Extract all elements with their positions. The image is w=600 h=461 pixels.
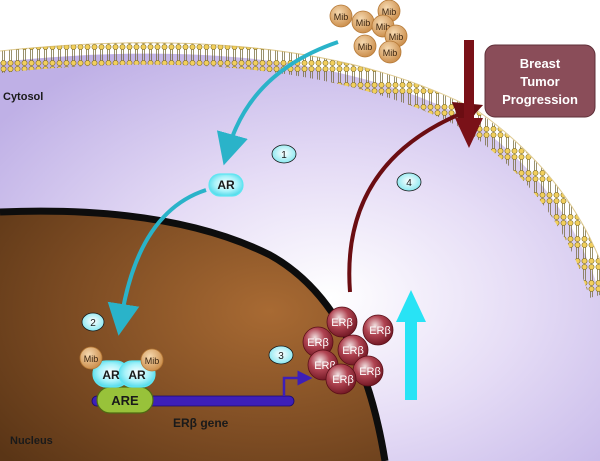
step-1-badge: 1 xyxy=(271,144,297,164)
upregulation-arrow xyxy=(396,290,426,400)
svg-text:ERβ: ERβ xyxy=(369,325,391,337)
step-2-badge: 2 xyxy=(81,312,105,332)
ar-dimer-nuclear: AR AR xyxy=(92,360,156,388)
svg-text:ERβ: ERβ xyxy=(342,345,364,357)
mib-molecule: Mib xyxy=(353,34,377,58)
svg-text:AR: AR xyxy=(128,368,146,382)
er-beta-protein: ERβ xyxy=(326,306,358,338)
decrease-arrow xyxy=(455,40,483,148)
svg-text:Mib: Mib xyxy=(145,356,160,366)
arrow-erb-to-progression xyxy=(347,101,484,293)
transcription-start-arrow xyxy=(282,370,313,396)
mib-molecule-bound-right: Mib xyxy=(140,348,164,372)
svg-text:Progression: Progression xyxy=(502,92,578,107)
mib-molecule: Mib xyxy=(329,4,353,28)
er-beta-protein: ERβ xyxy=(337,334,369,366)
er-beta-gene-label: ERβ gene xyxy=(173,416,229,430)
svg-text:3: 3 xyxy=(278,351,284,362)
svg-text:Mib: Mib xyxy=(334,12,349,22)
svg-text:1: 1 xyxy=(281,150,287,161)
svg-text:Breast: Breast xyxy=(520,56,561,71)
er-beta-cluster: ERβ ERβ ERβ ERβ ERβ ERβ ERβ xyxy=(302,306,394,395)
are-element: ARE xyxy=(96,386,154,414)
svg-text:Mib: Mib xyxy=(356,18,371,28)
er-beta-protein: ERβ xyxy=(302,326,334,358)
er-beta-protein: ERβ xyxy=(362,314,394,346)
mib-molecule-bound-left: Mib xyxy=(79,346,103,370)
svg-text:Mib: Mib xyxy=(358,42,373,52)
step-3-badge: 3 xyxy=(268,345,294,365)
cytosol-label: Cytosol xyxy=(3,91,43,103)
mib-molecule: Mib xyxy=(378,40,402,64)
svg-text:Mib: Mib xyxy=(383,48,398,58)
svg-text:Mib: Mib xyxy=(376,22,391,32)
svg-text:ARE: ARE xyxy=(111,393,139,408)
nucleus-label: Nucleus xyxy=(10,435,53,447)
mib-cluster-extracellular: Mib Mib Mib Mib Mib Mib Mib xyxy=(329,0,408,64)
svg-text:ERβ: ERβ xyxy=(331,317,353,329)
membrane-outline-top xyxy=(0,42,600,262)
svg-text:Mib: Mib xyxy=(389,32,404,42)
svg-text:Mib: Mib xyxy=(84,354,99,364)
svg-text:AR: AR xyxy=(102,368,120,382)
mib-molecule: Mib xyxy=(351,10,375,34)
ar-receptor-cytosol: AR xyxy=(208,173,244,197)
arrow-mib-to-ar xyxy=(216,40,339,166)
svg-text:Tumor: Tumor xyxy=(520,74,559,89)
er-beta-protein: ERβ xyxy=(352,355,384,387)
svg-text:AR: AR xyxy=(217,178,235,192)
breast-tumor-progression-box: Breast Tumor Progression xyxy=(484,44,596,118)
svg-text:ERβ: ERβ xyxy=(332,374,354,386)
er-beta-protein: ERβ xyxy=(325,363,357,395)
arrow-ar-to-nucleus xyxy=(107,188,207,336)
svg-text:4: 4 xyxy=(406,178,412,189)
plasma-membrane xyxy=(0,42,600,299)
svg-text:ERβ: ERβ xyxy=(307,337,329,349)
step-4-badge: 4 xyxy=(396,172,422,192)
svg-text:2: 2 xyxy=(90,318,96,329)
svg-text:Mib: Mib xyxy=(382,7,397,17)
svg-text:ERβ: ERβ xyxy=(359,366,381,378)
